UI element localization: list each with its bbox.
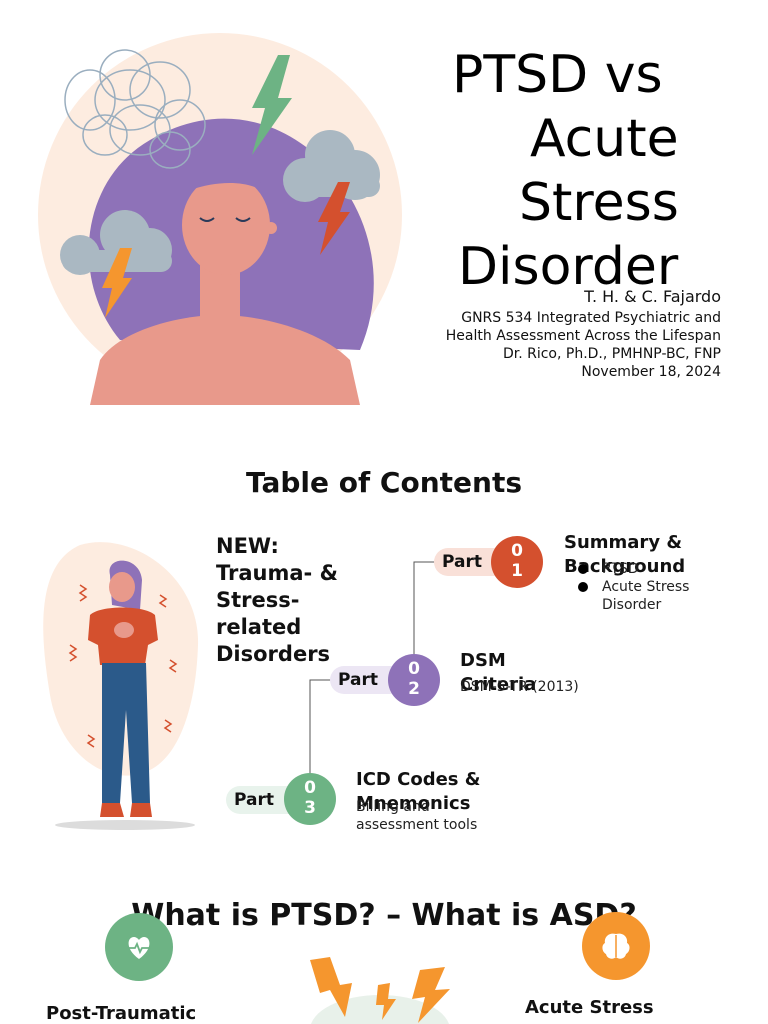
part-3-sub-line: assessment tools (356, 817, 478, 833)
new-label-line: Stress- (216, 588, 300, 612)
title-line-1: PTSD vs (452, 45, 663, 105)
ptsd-asd-title: What is PTSD? – What is ASD? (131, 898, 637, 933)
new-label-line: Trauma- & (216, 561, 338, 585)
anxious-woman-illustration (43, 542, 199, 830)
lightning-illustration (310, 957, 450, 1024)
part-2-heading-line: Criteria (460, 674, 537, 695)
part-1-heading-line: Background (564, 556, 686, 577)
part-2-subtitle: DSM-5-TR (2013) (460, 679, 579, 695)
part-3-subtitle: Billing and assessment tools (356, 798, 477, 834)
part-3-heading: ICD Codes & Mnemonics (356, 768, 480, 816)
part-3-sub-line: Billing and (356, 799, 430, 815)
part-3-heading-line: Mnemonics (356, 793, 471, 814)
part-1-digit-1: 0 (511, 541, 523, 561)
date: November 18, 2024 (581, 364, 721, 380)
brain-icon (582, 912, 650, 980)
course-line-1: GNRS 534 Integrated Psychiatric and (461, 310, 721, 326)
part-3-number[interactable]: 0 3 (284, 773, 336, 825)
part-2-heading-line: DSM (460, 650, 506, 671)
part-2-digit-2: 2 (408, 679, 420, 699)
ptsd-label: Post-Traumatic (46, 1003, 197, 1024)
part-1-bullet-2: Acute Stress (602, 579, 690, 595)
heart-pulse-icon (105, 913, 173, 981)
part-1-bullet-2-cont: Disorder (602, 597, 662, 613)
bullet (578, 564, 588, 574)
part-1-heading-line: Summary & (564, 532, 683, 553)
part-1-bullet-1: PTSD (602, 561, 639, 577)
part-2-heading: DSM Criteria (460, 649, 536, 697)
woman-stress-illustration (38, 33, 402, 405)
title-line-3: Stress (519, 173, 679, 233)
part-2-number[interactable]: 0 2 (388, 654, 440, 706)
instructor: Dr. Rico, Ph.D., PMHNP-BC, FNP (502, 346, 721, 362)
asd-label: Acute Stress (525, 997, 654, 1018)
new-label-line: NEW: (216, 534, 279, 558)
part-1-heading: Summary & Background (564, 531, 685, 579)
new-label-line: Disorders (216, 642, 331, 666)
part-3-digit-1: 0 (304, 778, 316, 798)
title-line-4: Disorder (458, 237, 679, 297)
new-label-line: related (216, 615, 302, 639)
authors: T. H. & C. Fajardo (584, 287, 721, 306)
part-1-number[interactable]: 0 1 (491, 536, 543, 588)
bullet (578, 582, 588, 592)
part-2-digit-1: 0 (408, 659, 420, 679)
new-section-label: NEW: Trauma- & Stress- related Disorders (216, 533, 338, 668)
part-3-heading-line: ICD Codes & (356, 769, 481, 790)
part-3-digit-2: 3 (304, 798, 316, 818)
title-line-2: Acute (530, 109, 679, 169)
part-1-digit-2: 1 (511, 561, 523, 581)
toc-title: Table of Contents (245, 466, 522, 499)
course-line-2: Health Assessment Across the Lifespan (445, 328, 721, 344)
